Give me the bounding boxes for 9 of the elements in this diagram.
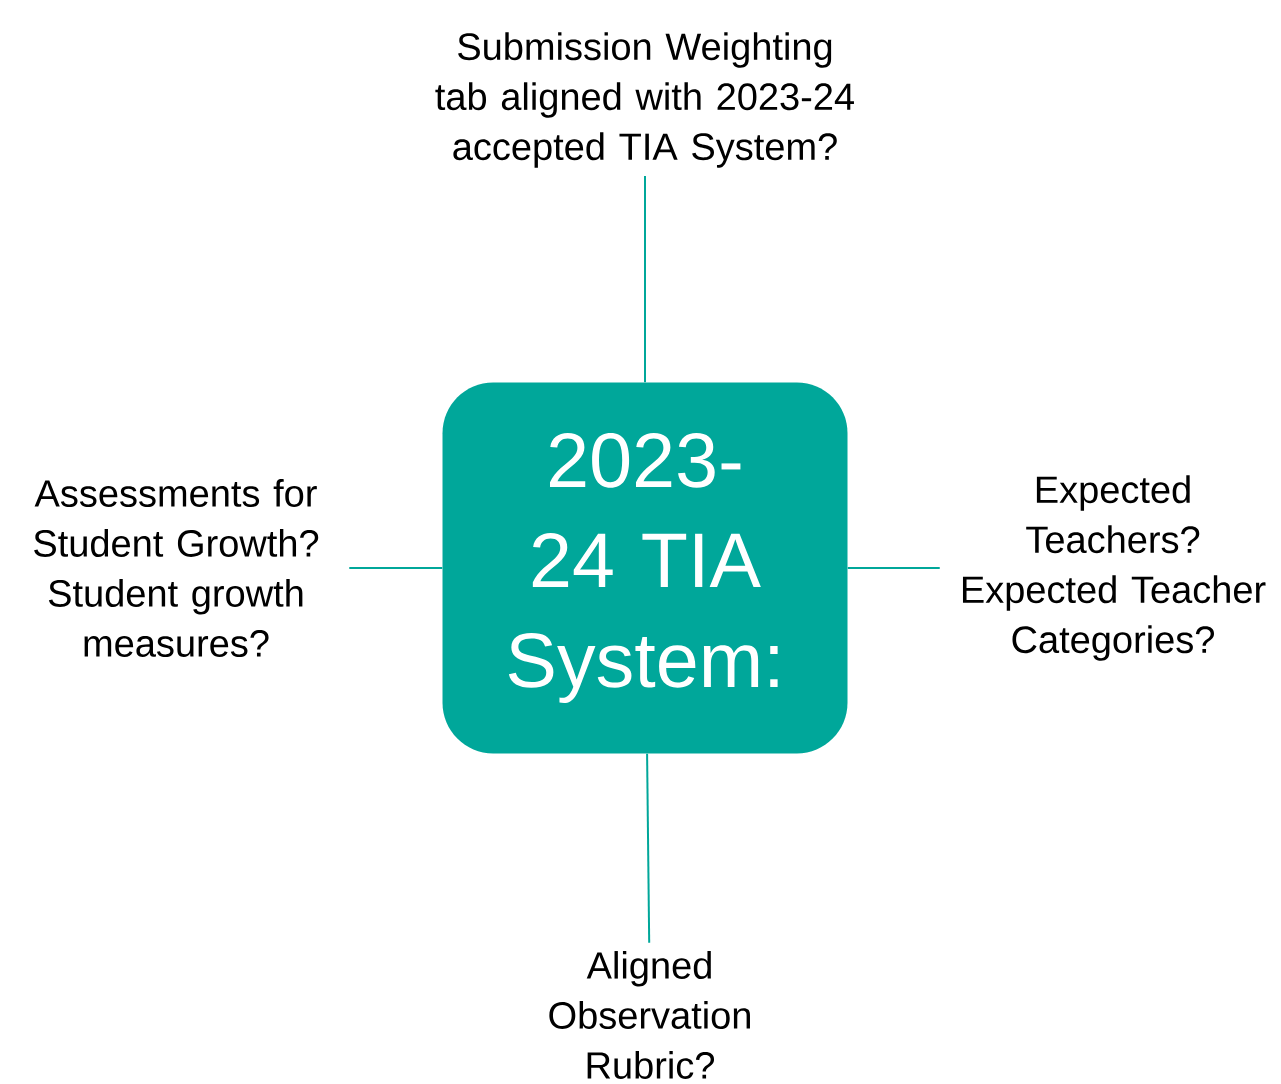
connector-line — [846, 567, 941, 569]
rounded-box: 2023-24 TIA System: — [442, 382, 848, 754]
connector-line — [646, 752, 651, 944]
question-text: Aligned Observation Rubric? — [549, 951, 750, 1079]
connector-line — [644, 174, 646, 384]
question-text: Assessments for Student Growth? Student growth measures? — [34, 479, 319, 657]
connector-line — [348, 567, 444, 569]
question-text: Expected Teachers? Expected Teacher Categories? — [963, 475, 1266, 661]
question-text: Submission Weighting tab aligned with 2023-24 accepted TIA System? — [435, 32, 854, 168]
